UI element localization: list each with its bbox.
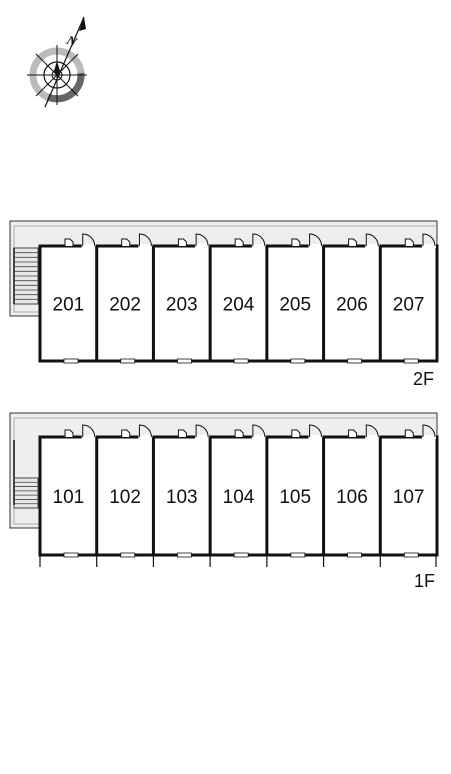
room-206: 206 (322, 233, 380, 364)
room-number-label: 206 (336, 295, 368, 316)
window-icon (63, 358, 79, 364)
door-icon (195, 424, 210, 439)
meter-box-icon (291, 238, 301, 246)
window-icon (290, 358, 306, 364)
room-102: 102 (95, 424, 153, 558)
room-204: 204 (208, 233, 266, 364)
window-icon (403, 552, 419, 558)
room-block: 101 102 103 104 105 106 107 (38, 424, 439, 558)
meter-box-icon (64, 238, 74, 246)
floor-2f: 201 202 203 204 205 206 207 2F (9, 220, 439, 389)
floor-label: 2F (413, 369, 434, 389)
door-icon (365, 424, 380, 439)
room-number-label: 101 (53, 487, 85, 508)
room-number-label: 103 (166, 487, 198, 508)
door-icon (81, 424, 96, 439)
door-icon (251, 424, 266, 439)
door-icon (422, 233, 436, 248)
meter-box-icon (234, 238, 244, 246)
window-icon (63, 552, 79, 558)
floor-label: 1F (414, 571, 435, 591)
room-101: 101 (53, 424, 96, 558)
room-number-label: 106 (336, 487, 368, 508)
compass-rose-icon (27, 16, 87, 108)
room-number-label: 205 (279, 295, 311, 316)
room-number-label: 207 (393, 295, 425, 316)
room-107: 107 (378, 424, 436, 558)
window-icon (347, 552, 362, 558)
room-number-label: 201 (53, 295, 85, 316)
room-number-label: 105 (279, 487, 311, 508)
room-block: 201 202 203 204 205 206 207 (38, 233, 439, 364)
window-icon (290, 552, 306, 558)
staircase (13, 247, 39, 305)
meter-box-icon (121, 238, 131, 246)
staircase (13, 440, 39, 509)
room-number-label: 202 (109, 295, 141, 316)
room-105: 105 (265, 424, 323, 558)
floor-1f: 101 102 103 104 105 106 107 1F (9, 412, 439, 591)
door-icon (365, 233, 380, 248)
room-201: 201 (53, 233, 96, 364)
room-number-label: 104 (223, 487, 255, 508)
compass: N (27, 16, 87, 108)
meter-box-icon (64, 429, 74, 437)
room-number-label: 203 (166, 295, 198, 316)
window-icon (233, 552, 249, 558)
window-icon (177, 358, 192, 364)
room-number-label: 107 (393, 487, 425, 508)
room-205: 205 (265, 233, 323, 364)
pillar-ticks (39, 555, 437, 567)
window-icon (120, 552, 136, 558)
window-icon (347, 358, 362, 364)
compass-north-label: N (64, 32, 80, 50)
meter-box-icon (177, 429, 187, 437)
door-icon (251, 233, 266, 248)
meter-box-icon (291, 429, 301, 437)
window-icon (177, 552, 192, 558)
meter-box-icon (348, 238, 358, 246)
room-104: 104 (208, 424, 266, 558)
room-207: 207 (378, 233, 436, 364)
door-icon (422, 424, 436, 439)
window-icon (120, 358, 136, 364)
door-icon (81, 233, 96, 248)
door-icon (138, 233, 153, 248)
room-202: 202 (95, 233, 153, 364)
meter-box-icon (348, 429, 358, 437)
room-103: 103 (151, 424, 210, 558)
meter-box-icon (404, 238, 414, 246)
meter-box-icon (404, 429, 414, 437)
door-icon (138, 424, 153, 439)
window-icon (403, 358, 419, 364)
meter-box-icon (234, 429, 244, 437)
door-icon (308, 424, 323, 439)
meter-box-icon (177, 238, 187, 246)
room-203: 203 (151, 233, 210, 364)
door-icon (195, 233, 210, 248)
room-number-label: 102 (109, 487, 141, 508)
room-106: 106 (322, 424, 380, 558)
room-number-label: 204 (223, 295, 255, 316)
meter-box-icon (121, 429, 131, 437)
window-icon (233, 358, 249, 364)
door-icon (308, 233, 323, 248)
